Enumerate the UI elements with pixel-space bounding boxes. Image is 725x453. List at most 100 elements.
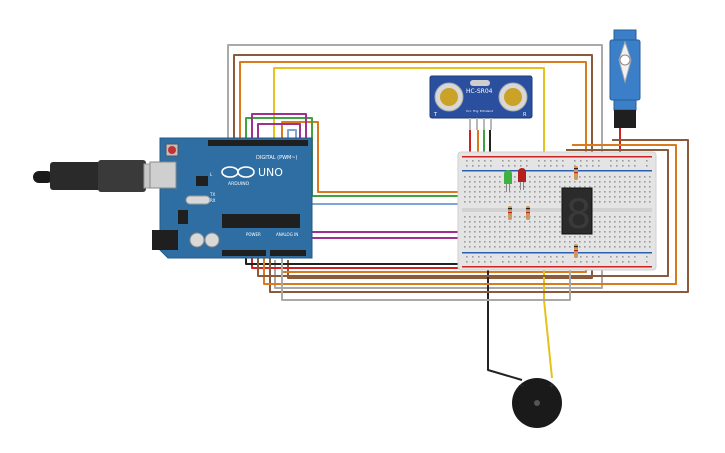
- breadboard-rail-hole: [466, 160, 468, 162]
- breadboard-rail-hole: [484, 261, 486, 263]
- breadboard-hole: [534, 216, 536, 218]
- resistor-band: [574, 172, 578, 174]
- breadboard-hole: [649, 236, 651, 238]
- breadboard-hole: [514, 221, 516, 223]
- breadboard-hole: [644, 181, 646, 183]
- breadboard-hole: [489, 221, 491, 223]
- breadboard-hole: [599, 231, 601, 233]
- arduino-board[interactable]: DIGITAL (PWM~) UNO ARDUINO TX RX L POWER…: [149, 137, 313, 259]
- breadboard-hole: [609, 246, 611, 248]
- breadboard-hole: [514, 241, 516, 243]
- breadboard-rail-hole: [520, 261, 522, 263]
- breadboard-hole: [524, 231, 526, 233]
- green-led[interactable]: [504, 170, 512, 192]
- breadboard-hole: [549, 186, 551, 188]
- breadboard-hole: [629, 226, 631, 228]
- breadboard-rail-hole: [592, 261, 594, 263]
- piezo-buzzer[interactable]: − +: [512, 378, 562, 428]
- wire-yellow-trig: [273, 67, 545, 185]
- breadboard-rail-hole: [502, 160, 504, 162]
- breadboard-hole: [604, 196, 606, 198]
- breadboard-hole: [479, 191, 481, 193]
- breadboard-hole: [504, 221, 506, 223]
- breadboard-hole: [474, 191, 476, 193]
- breadboard-hole: [534, 246, 536, 248]
- breadboard-rail-hole: [484, 160, 486, 162]
- resistor[interactable]: [574, 166, 578, 180]
- breadboard-rail-bottom-red: [462, 266, 652, 268]
- green-led-leg: [506, 184, 507, 192]
- breadboard-hole: [494, 241, 496, 243]
- breadboard-rail-hole: [544, 160, 546, 162]
- breadboard-hole: [539, 221, 541, 223]
- breadboard-hole: [479, 186, 481, 188]
- breadboard-hole: [544, 181, 546, 183]
- breadboard-hole: [484, 226, 486, 228]
- breadboard-hole: [464, 221, 466, 223]
- breadboard-hole: [474, 221, 476, 223]
- breadboard-rail-hole: [484, 165, 486, 167]
- wire-green-1: [245, 117, 470, 197]
- breadboard-hole: [549, 181, 551, 183]
- breadboard-hole: [649, 196, 651, 198]
- resistors: [508, 166, 578, 258]
- breadboard-hole: [629, 246, 631, 248]
- breadboard-hole: [519, 196, 521, 198]
- seven-segment-display[interactable]: 8: [561, 187, 593, 238]
- resistor[interactable]: [508, 206, 512, 220]
- resistor[interactable]: [574, 244, 578, 258]
- breadboard-hole: [604, 221, 606, 223]
- breadboard-hole: [554, 176, 556, 178]
- breadboard-hole: [634, 186, 636, 188]
- breadboard-hole: [649, 191, 651, 193]
- servo-mount-top: [613, 29, 637, 41]
- breadboard-hole: [464, 236, 466, 238]
- breadboard-hole: [539, 241, 541, 243]
- breadboard-hole: [589, 176, 591, 178]
- breadboard-hole: [549, 191, 551, 193]
- breadboard-hole: [549, 196, 551, 198]
- breadboard-hole: [559, 216, 561, 218]
- breadboard-hole: [464, 181, 466, 183]
- breadboard-hole: [639, 181, 641, 183]
- breadboard-hole: [554, 221, 556, 223]
- breadboard-hole: [509, 236, 511, 238]
- breadboard-rail-hole: [592, 165, 594, 167]
- breadboard-hole: [619, 191, 621, 193]
- red-led[interactable]: [518, 168, 526, 190]
- sensor-pin-label-echo: Echo: [480, 109, 487, 113]
- breadboard-rail-hole: [466, 261, 468, 263]
- servo-motor[interactable]: [609, 29, 641, 128]
- breadboard-hole: [574, 186, 576, 188]
- breadboard-hole: [479, 246, 481, 248]
- breadboard-hole: [624, 226, 626, 228]
- breadboard-hole: [639, 191, 641, 193]
- breadboard-hole: [554, 246, 556, 248]
- breadboard-hole: [579, 176, 581, 178]
- breadboard-hole: [524, 241, 526, 243]
- breadboard-rail-hole: [610, 160, 612, 162]
- breadboard-hole: [504, 236, 506, 238]
- wire-black-buzzer: [487, 262, 523, 381]
- breadboard-hole: [514, 216, 516, 218]
- breadboard-hole: [639, 226, 641, 228]
- breadboard-hole: [619, 201, 621, 203]
- breadboard-rail-hole: [466, 256, 468, 258]
- breadboard[interactable]: [457, 151, 657, 271]
- reset-button-cap: [168, 146, 176, 154]
- breadboard-hole: [484, 246, 486, 248]
- ultrasonic-sensor[interactable]: HC-SR04 T R Vcc Trig Echo Gnd: [429, 75, 533, 130]
- breadboard-hole: [649, 216, 651, 218]
- breadboard-rail-hole: [610, 261, 612, 263]
- breadboard-hole: [644, 221, 646, 223]
- breadboard-hole: [479, 226, 481, 228]
- breadboard-hole: [474, 176, 476, 178]
- breadboard-hole: [609, 196, 611, 198]
- breadboard-hole: [534, 241, 536, 243]
- breadboard-hole: [614, 226, 616, 228]
- resistor[interactable]: [526, 206, 530, 220]
- breadboard-rail-hole: [616, 165, 618, 167]
- breadboard-rail-hole: [562, 261, 564, 263]
- breadboard-hole: [524, 236, 526, 238]
- breadboard-hole: [549, 221, 551, 223]
